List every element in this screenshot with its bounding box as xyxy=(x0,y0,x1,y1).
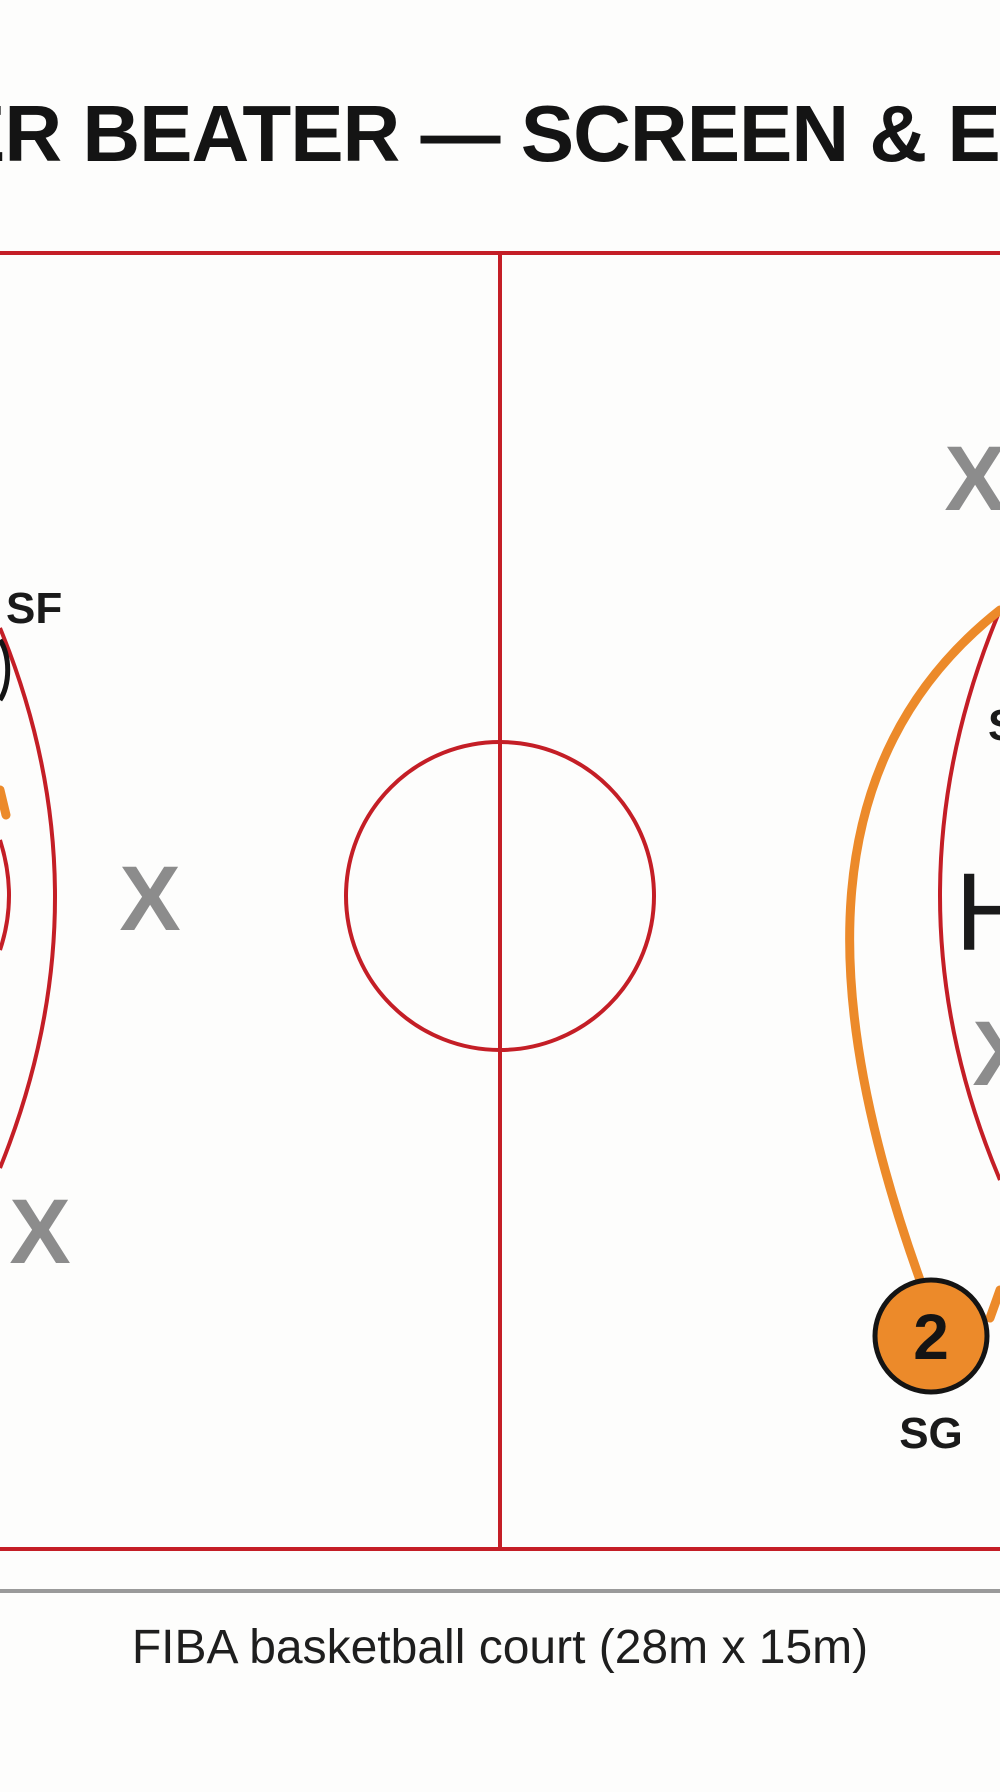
left-three-point-arc xyxy=(0,627,57,1169)
player-2-marker xyxy=(872,1277,990,1395)
court-caption: FIBA basketball court (28m x 15m) xyxy=(131,1621,869,1674)
position-label-sg: SG xyxy=(899,1409,963,1458)
left-inner-arc xyxy=(0,839,11,951)
sg-cut-route xyxy=(845,605,1000,1285)
route-arrow-right-bottom xyxy=(985,1285,1000,1323)
defender-x: X xyxy=(944,428,1000,530)
hoop-label: H xyxy=(955,851,1000,974)
defender-x: X xyxy=(119,848,180,950)
center-circle xyxy=(344,740,656,1052)
right-three-point-arc xyxy=(938,609,1000,1181)
position-label-sf: SF xyxy=(6,584,62,633)
sf-player-marker xyxy=(0,638,11,702)
diagram-title: ER BEATER — SCREEN & EXE xyxy=(0,89,1000,178)
player-number: 2 xyxy=(913,1301,949,1373)
route-arrow-left xyxy=(0,785,11,820)
position-label-partial: S xyxy=(988,701,1000,750)
defender-x: X xyxy=(972,1003,1000,1105)
defender-x: X xyxy=(9,1181,70,1283)
